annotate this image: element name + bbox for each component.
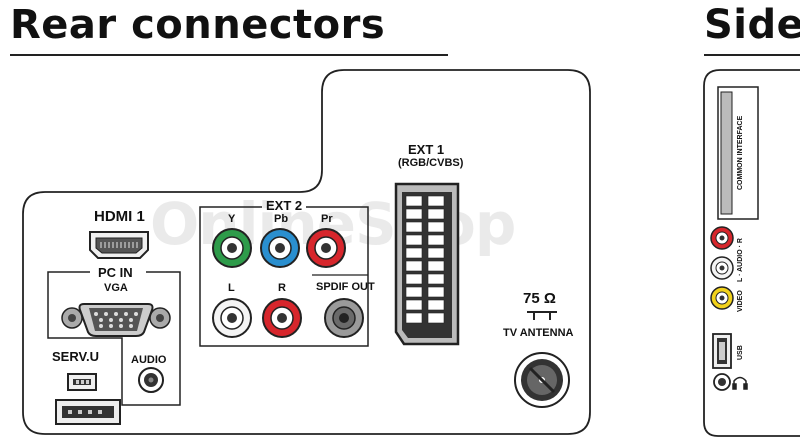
ext2-label: EXT 2 bbox=[266, 198, 303, 213]
pr-label: Pr bbox=[321, 213, 333, 225]
jack-y bbox=[212, 228, 252, 268]
side-video-label: VIDEO bbox=[737, 290, 744, 312]
jack-r bbox=[262, 298, 302, 338]
ohm-label: 75 Ω bbox=[523, 290, 556, 307]
side-jack-l bbox=[710, 256, 734, 280]
rear-panel-outline bbox=[22, 69, 591, 435]
side-audio-label: L · AUDIO · R bbox=[737, 238, 744, 282]
y-label: Y bbox=[228, 213, 236, 225]
common-interface-slot bbox=[717, 86, 759, 220]
side-title: Side bbox=[704, 2, 800, 48]
antenna-label: TV ANTENNA bbox=[503, 327, 574, 339]
jack-spdif bbox=[324, 298, 364, 338]
ext1-label: EXT 1 bbox=[408, 142, 445, 157]
vga-port bbox=[61, 303, 171, 337]
jack-pb bbox=[260, 228, 300, 268]
audio-label: AUDIO bbox=[131, 354, 167, 366]
jack-pr bbox=[306, 228, 346, 268]
side-headphone-jack bbox=[713, 373, 731, 391]
r-label: R bbox=[278, 282, 286, 294]
side-usb-port bbox=[712, 333, 732, 369]
headphone-icon bbox=[732, 376, 748, 390]
pcin-bracket bbox=[47, 271, 181, 406]
scart-port bbox=[394, 182, 460, 346]
servu-label: SERV.U bbox=[52, 349, 99, 364]
side-panel-outline bbox=[703, 69, 800, 437]
common-interface-label: COMMON INTERFACE bbox=[737, 115, 744, 190]
antenna-jack bbox=[514, 352, 570, 408]
pcin-label: PC IN bbox=[96, 265, 135, 280]
pb-label: Pb bbox=[274, 213, 289, 225]
vga-label: VGA bbox=[104, 282, 128, 294]
serv-u-port-large bbox=[55, 399, 121, 425]
spdif-label: SPDIF OUT bbox=[316, 281, 375, 293]
serv-u-port-small bbox=[67, 373, 97, 391]
antenna-symbol bbox=[527, 311, 557, 320]
hdmi-label: HDMI 1 bbox=[94, 208, 145, 225]
jack-l bbox=[212, 298, 252, 338]
side-jack-video bbox=[710, 286, 734, 310]
side-title-rule bbox=[704, 54, 800, 56]
l-label: L bbox=[228, 282, 235, 294]
ext2-bracket bbox=[199, 206, 369, 347]
rear-title-rule bbox=[10, 54, 448, 56]
side-usb-label: USB bbox=[737, 345, 744, 360]
ext1-sub-label: (RGB/CVBS) bbox=[398, 157, 464, 169]
rear-connectors-title: Rear connectors bbox=[10, 2, 386, 48]
hdmi-port bbox=[89, 231, 149, 259]
side-jack-r bbox=[710, 226, 734, 250]
pc-audio-jack bbox=[138, 367, 164, 393]
